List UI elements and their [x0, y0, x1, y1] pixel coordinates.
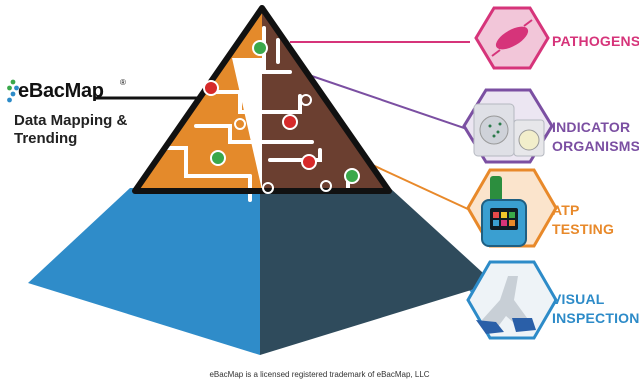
trademark-footer: eBacMap is a licensed registered tradema… — [209, 370, 430, 379]
label-visual-inspection: VISUAL INSPECTION — [552, 290, 639, 328]
label-atp-line2: TESTING — [552, 221, 615, 237]
marker-red — [282, 114, 298, 130]
registered-mark: ® — [120, 78, 126, 87]
label-atp-line1: ATP — [552, 202, 580, 218]
tagline-line-2: Trending — [14, 130, 78, 147]
label-visual-line2: INSPECTION — [552, 310, 639, 326]
label-pathogens: PATHOGENS — [552, 32, 639, 51]
label-atp-testing: ATP TESTING — [552, 201, 614, 239]
label-indicator-organisms: INDICATOR ORGANISMS — [552, 118, 639, 156]
ebacmap-logo-icon — [7, 79, 19, 103]
brand-tagline: Data Mapping & Trending — [14, 112, 127, 148]
label-pathogens-line1: PATHOGENS — [552, 33, 639, 49]
pyramid-outline — [132, 5, 392, 194]
label-indicator-line2: ORGANISMS — [552, 138, 639, 154]
pyramid-mid-orange — [137, 10, 292, 190]
marker-green — [252, 40, 268, 56]
marker-empty — [262, 182, 274, 194]
marker-green — [344, 168, 360, 184]
marker-empty — [234, 118, 246, 130]
label-indicator-line1: INDICATOR — [552, 119, 631, 135]
hex-indicator — [462, 88, 554, 164]
bacteria-icon — [491, 19, 533, 57]
marker-empty — [320, 180, 332, 192]
connector-indicator — [299, 71, 471, 131]
marker-green — [210, 150, 226, 166]
label-visual-line1: VISUAL — [552, 291, 605, 307]
hex-visual — [466, 260, 558, 340]
pyramid-base-left — [28, 188, 260, 355]
map-markers — [203, 40, 360, 194]
marker-empty — [300, 94, 312, 106]
inspection-glove-icon — [476, 276, 536, 334]
hex-pathogens — [474, 6, 550, 70]
marker-red — [301, 154, 317, 170]
pyramid-base-right — [260, 188, 494, 355]
brand-name: eBacMap — [18, 80, 104, 102]
tagline-line-1: Data Mapping & — [14, 112, 128, 129]
marker-red — [203, 80, 219, 96]
hex-atp — [466, 168, 558, 248]
petri-dish-icon — [473, 103, 545, 157]
atp-meter-icon — [481, 176, 527, 247]
